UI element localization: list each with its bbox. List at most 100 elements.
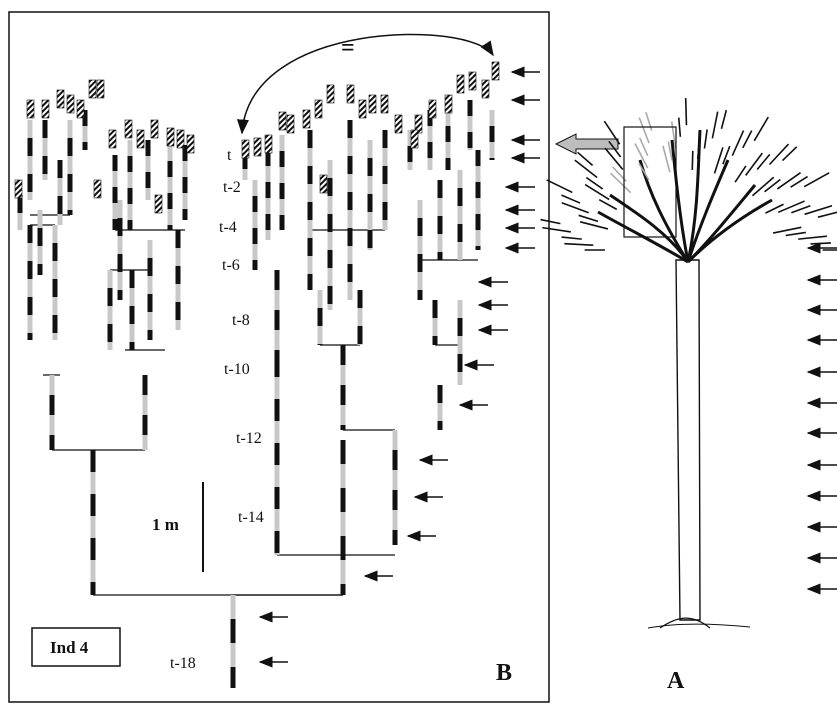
terminal-bud <box>410 129 419 149</box>
axis-segment <box>52 243 58 261</box>
axis-segment <box>307 130 313 148</box>
crown-twig <box>817 211 837 218</box>
axis-segment <box>347 228 353 246</box>
panel-b-frame <box>8 11 550 703</box>
axis-segment <box>142 375 148 395</box>
crown-twig <box>574 159 598 179</box>
crown-twig <box>798 235 828 240</box>
axis-segment <box>67 138 73 156</box>
axis-segment <box>437 385 443 430</box>
crown-twig <box>670 121 677 149</box>
axis-segment <box>90 494 96 516</box>
axis-segment <box>147 240 153 340</box>
axis-segment <box>112 219 118 230</box>
axis-segment <box>107 324 113 342</box>
axis-segment <box>175 230 181 248</box>
axis-segment <box>90 538 96 560</box>
axis-segment <box>489 126 495 142</box>
crown-twig <box>765 203 784 214</box>
axis-segment <box>340 345 346 365</box>
axis-segment <box>265 214 271 230</box>
axis-segment <box>437 180 443 198</box>
crown-twig <box>561 236 582 240</box>
axis-segment <box>392 490 398 510</box>
crown-twig <box>603 120 621 145</box>
terminal-bud <box>26 99 35 119</box>
terminal-bud <box>56 89 65 109</box>
panel-a-arrows <box>806 242 837 595</box>
panel-b-arrows <box>258 66 540 668</box>
crown-twig <box>561 202 589 214</box>
axis-segment <box>252 260 258 270</box>
axis-segment <box>457 300 463 385</box>
axis-segment <box>67 174 73 192</box>
crown-twig <box>667 141 673 161</box>
axis-segment <box>167 193 173 209</box>
axis-segment <box>117 290 123 300</box>
panel-b-label: B <box>496 660 512 686</box>
crown-twig <box>677 117 682 137</box>
axis-segment <box>347 120 353 138</box>
crown-twig <box>810 242 831 245</box>
terminal-bud <box>253 137 262 157</box>
terminal-bud <box>481 79 490 99</box>
axis-segment <box>437 421 443 430</box>
axis-segment <box>52 315 58 333</box>
crown-twig <box>608 140 622 158</box>
time-label-t-8: t-8 <box>232 312 250 329</box>
crown-twig <box>691 150 694 171</box>
axis-segment <box>112 187 118 203</box>
axis-segment <box>279 215 285 230</box>
axis-segment <box>274 399 280 421</box>
crown-twig <box>577 151 594 166</box>
axis-segment <box>327 286 333 304</box>
axis-segment <box>382 202 388 220</box>
time-label-t-12: t-12 <box>236 430 262 447</box>
axis-segment <box>67 120 73 215</box>
axis-segment <box>90 450 96 472</box>
terminal-bud <box>166 127 175 147</box>
axis-segment <box>340 440 346 595</box>
crown-twig <box>772 226 802 234</box>
axis-segment <box>90 450 96 595</box>
axis-segment <box>307 274 313 290</box>
terminal-bud <box>319 174 328 194</box>
crown-twig <box>777 200 805 214</box>
crown-twig <box>604 147 624 170</box>
axis-segment <box>475 150 481 250</box>
axis-segment <box>457 188 463 206</box>
crown-twig <box>638 117 650 144</box>
crown-branch <box>670 139 690 263</box>
axis-segment <box>37 228 43 246</box>
axis-segment <box>145 172 151 188</box>
axis-segment <box>182 145 188 161</box>
axis-segment <box>279 135 285 230</box>
axis-segment <box>437 216 443 234</box>
axis-segment <box>417 200 423 300</box>
axis-segment <box>327 214 333 232</box>
axis-segment <box>252 180 258 270</box>
crown-twig <box>751 176 775 197</box>
axis-segment <box>407 146 413 162</box>
axis-segment <box>392 450 398 470</box>
axis-segment <box>437 252 443 260</box>
axis-segment <box>340 584 346 595</box>
axis-segment <box>127 140 133 230</box>
time-labels: t t-2 t-4 t-6 t-8 t-10 t-12 t-14 t-18 <box>170 147 264 672</box>
terminal-bud <box>456 74 465 94</box>
axis-segment <box>49 395 55 415</box>
axis-segment <box>417 218 423 236</box>
crown-twig <box>684 98 688 126</box>
terminal-bud <box>491 61 500 81</box>
axis-segment <box>252 228 258 244</box>
crown-twig <box>764 178 781 193</box>
axis-segment <box>175 266 181 284</box>
crown-twig <box>803 172 830 188</box>
terminal-bud <box>88 79 97 99</box>
axis-segment <box>357 290 363 308</box>
axis-segment <box>347 156 353 174</box>
crown-branch <box>686 159 730 263</box>
axis-segment <box>265 150 271 166</box>
crown-twig <box>638 162 650 181</box>
axis-segment <box>127 188 133 204</box>
